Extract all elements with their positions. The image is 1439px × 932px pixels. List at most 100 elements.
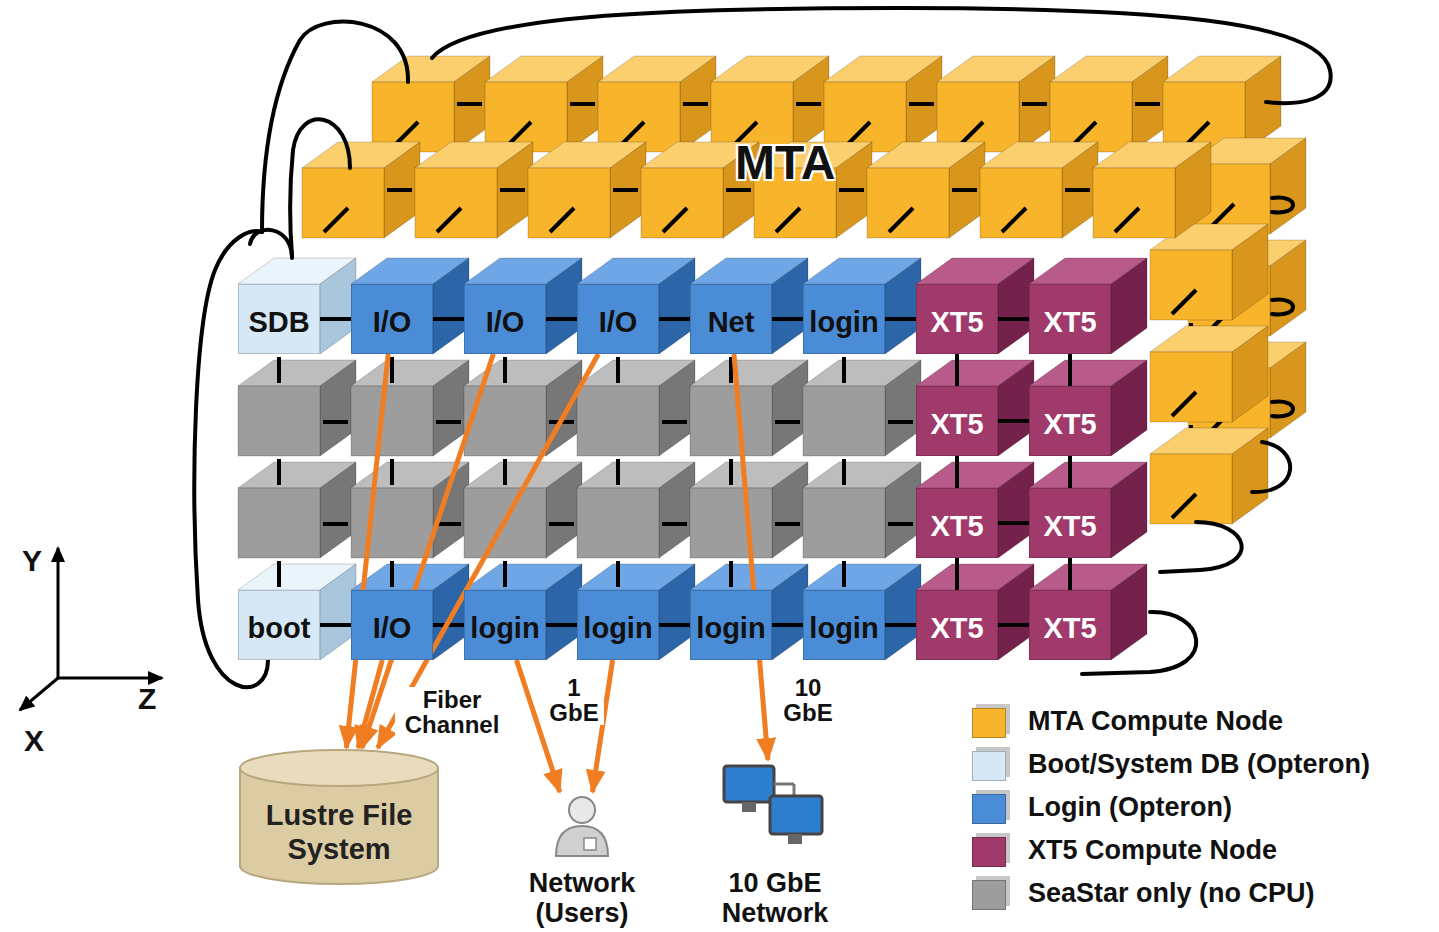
cube bbox=[577, 258, 695, 354]
link-tick bbox=[1135, 102, 1160, 106]
node-cube: XT5 bbox=[1029, 284, 1111, 354]
node-label: login bbox=[583, 612, 652, 644]
cube-front bbox=[464, 386, 546, 456]
cube-side bbox=[1232, 224, 1268, 320]
node-label: XT5 bbox=[930, 408, 983, 440]
node-cube: I/O bbox=[464, 284, 546, 354]
torus-link bbox=[320, 317, 351, 321]
node-label: I/O bbox=[486, 306, 525, 338]
node-label: XT5 bbox=[930, 510, 983, 542]
user-network: Network (Users) bbox=[512, 792, 652, 928]
link-tick bbox=[1022, 102, 1047, 106]
link-label: Fiber Channel bbox=[395, 687, 509, 737]
cube bbox=[916, 360, 1034, 456]
cube-front bbox=[980, 168, 1062, 238]
cube bbox=[464, 564, 582, 660]
cube bbox=[302, 142, 420, 238]
link-tick bbox=[390, 561, 394, 587]
link-tick bbox=[500, 188, 525, 192]
link-tick bbox=[775, 420, 800, 424]
link-tick bbox=[277, 459, 281, 485]
node-cube: SDB bbox=[238, 284, 320, 354]
link-label: 1 GbE bbox=[544, 675, 604, 725]
node-cube: login bbox=[803, 590, 885, 660]
axis-label: Z bbox=[138, 682, 156, 716]
cube bbox=[372, 56, 490, 152]
cube-front bbox=[1150, 454, 1232, 524]
link-tick bbox=[1065, 188, 1090, 192]
legend-text: Boot/System DB (Opteron) bbox=[1028, 749, 1370, 779]
link-label: 10 GbE bbox=[778, 675, 838, 725]
group-title: MTA bbox=[735, 137, 835, 189]
torus-link bbox=[998, 623, 1029, 627]
network-cable bbox=[774, 783, 794, 786]
link-tick bbox=[457, 102, 482, 106]
cube bbox=[1150, 326, 1268, 422]
cube bbox=[351, 360, 469, 456]
cube bbox=[1029, 564, 1147, 660]
user-badge bbox=[584, 838, 596, 850]
storage-cylinder: Lustre File System bbox=[238, 748, 440, 886]
legend-text: SeaStar only (no CPU) bbox=[1028, 878, 1315, 908]
x-link-tick bbox=[1115, 208, 1139, 232]
node-label: Net bbox=[708, 306, 755, 338]
z-axis bbox=[58, 677, 162, 680]
torus-link bbox=[955, 354, 959, 386]
cube bbox=[351, 258, 469, 354]
cube bbox=[464, 360, 582, 456]
cube-front bbox=[351, 386, 433, 456]
link-tick bbox=[729, 561, 733, 587]
link-tick bbox=[888, 522, 913, 526]
cube-front bbox=[690, 488, 772, 558]
wrap-wire bbox=[290, 119, 350, 256]
cube bbox=[238, 258, 356, 354]
node-label: XT5 bbox=[1043, 306, 1096, 338]
cube bbox=[1029, 258, 1147, 354]
link-tick bbox=[842, 561, 846, 587]
wrap-wire bbox=[432, 8, 1331, 103]
link-tick bbox=[842, 459, 846, 485]
cube bbox=[238, 564, 356, 660]
cube bbox=[415, 142, 533, 238]
cube-front bbox=[1150, 250, 1232, 320]
node-label: I/O bbox=[599, 306, 638, 338]
x-link-tick bbox=[1172, 494, 1196, 518]
torus-link bbox=[885, 623, 916, 627]
axis-label: X bbox=[24, 724, 44, 758]
cube bbox=[803, 462, 921, 558]
cube bbox=[464, 258, 582, 354]
link-tick bbox=[277, 561, 281, 587]
torus-link bbox=[1068, 354, 1072, 386]
torus-link bbox=[955, 558, 959, 590]
user-icon bbox=[512, 792, 652, 862]
link-tick bbox=[323, 522, 348, 526]
monitor-stand bbox=[788, 834, 802, 844]
cube-side bbox=[1175, 142, 1211, 238]
cube bbox=[803, 360, 921, 456]
cube-front bbox=[1150, 352, 1232, 422]
torus-link bbox=[546, 623, 577, 627]
node-label: login bbox=[809, 306, 878, 338]
link-tick bbox=[503, 561, 507, 587]
cube bbox=[690, 360, 808, 456]
x-link-tick bbox=[1172, 290, 1196, 314]
node-cube: XT5 bbox=[1029, 590, 1111, 660]
cube bbox=[577, 462, 695, 558]
node-label: Network (Users) bbox=[514, 868, 650, 928]
cube bbox=[528, 142, 646, 238]
link-tick bbox=[613, 188, 638, 192]
cube-front bbox=[238, 386, 320, 456]
legend-swatch bbox=[972, 880, 1006, 910]
link-tick bbox=[436, 420, 461, 424]
cube-array bbox=[238, 56, 1306, 660]
x-link-tick bbox=[550, 208, 574, 232]
cube bbox=[690, 258, 808, 354]
node-cube: Net bbox=[690, 284, 772, 354]
torus-link bbox=[772, 317, 803, 321]
node-label: Lustre File System bbox=[244, 798, 434, 866]
node-label: XT5 bbox=[1043, 510, 1096, 542]
torus-link bbox=[998, 521, 1029, 525]
link-tick bbox=[729, 459, 733, 485]
cube bbox=[598, 56, 716, 152]
link-tick bbox=[662, 420, 687, 424]
